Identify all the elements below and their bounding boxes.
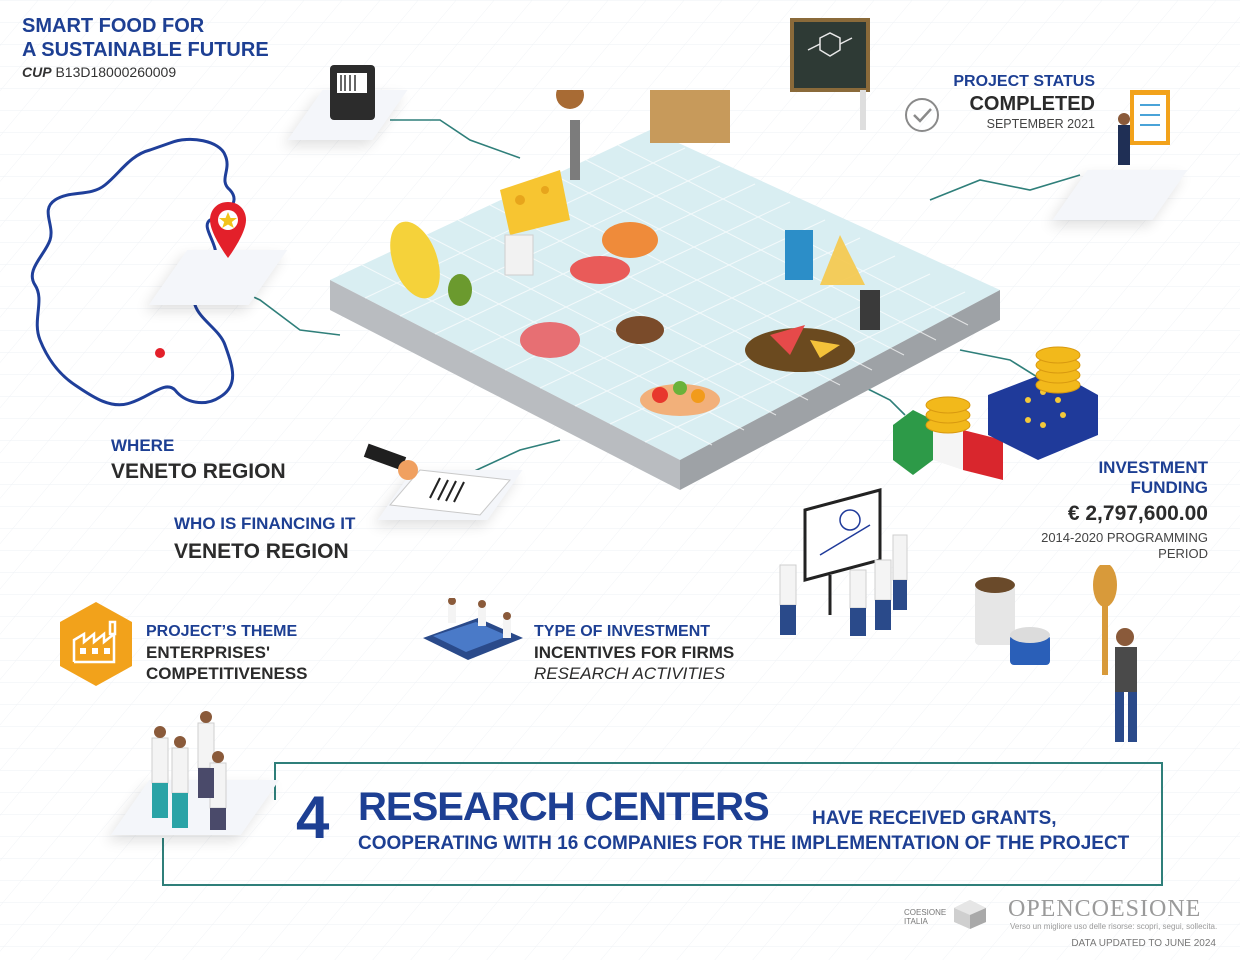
financing-label: WHO IS FINANCING IT — [174, 514, 356, 533]
cup-line: CUP B13D18000260009 — [22, 62, 269, 82]
funding-label-line2: FUNDING — [1130, 478, 1208, 497]
project-title-line1: SMART FOOD FOR — [22, 15, 205, 37]
map-pin-icon — [210, 202, 246, 258]
where-block: WHERE VENETO REGION — [111, 436, 286, 484]
funding-amount: € 2,797,600.00 — [1067, 502, 1208, 525]
coesione-italia-logo: COESIONE ITALIA — [904, 908, 946, 926]
chalkboard-illustration — [790, 18, 870, 130]
coesione-cube-icon — [954, 900, 986, 929]
investment-type-sub: RESEARCH ACTIVITIES — [534, 664, 726, 683]
factory-hexagon-icon — [60, 602, 132, 686]
theme-value-line2: COMPETITIVENESS — [146, 664, 308, 683]
engineers-blueprint-illustration — [423, 598, 523, 660]
cans-spoon-illustration — [975, 565, 1137, 742]
project-title-line2: A SUSTAINABLE FUTURE — [22, 39, 269, 61]
clipboard-icon — [1118, 90, 1170, 165]
theme-value-line1: ENTERPRISES' — [146, 643, 271, 662]
theme-label: PROJECT’S THEME — [146, 623, 298, 640]
signing-contract-icon — [363, 443, 511, 516]
coesione-logo-line2: ITALIA — [904, 917, 928, 926]
theme-block: PROJECT’S THEME ENTERPRISES' COMPETITIVE… — [146, 622, 308, 684]
cup-label: CUP — [22, 64, 52, 80]
funding-period-line2: PERIOD — [1158, 546, 1208, 561]
checkmark-circle-icon — [905, 98, 939, 132]
investment-type-label: TYPE OF INVESTMENT — [534, 623, 711, 640]
cup-code: B13D18000260009 — [55, 64, 177, 80]
funding-label-line1: INVESTMENT — [1098, 458, 1208, 477]
flags-coins-illustration — [893, 346, 1098, 480]
financing-value: VENETO REGION — [174, 540, 349, 563]
coesione-logo-line1: COESIONE — [904, 908, 947, 917]
summary-line2: COOPERATING WITH 16 COMPANIES FOR THE IM… — [358, 833, 1130, 854]
title-block: SMART FOOD FOR A SUSTAINABLE FUTURE CUP … — [22, 14, 269, 82]
funding-block: INVESTMENT FUNDING € 2,797,600.00 2014-2… — [990, 458, 1208, 562]
investment-type-block: TYPE OF INVESTMENT INCENTIVES FOR FIRMS … — [534, 622, 734, 684]
scientists-whiteboard-illustration — [779, 488, 908, 636]
data-updated-note: DATA UPDATED TO JUNE 2024 — [1071, 938, 1216, 949]
funding-period-line1: 2014-2020 PROGRAMMING — [1041, 530, 1208, 545]
status-date: SEPTEMBER 2021 — [986, 117, 1095, 131]
summary-line1: HAVE RECEIVED GRANTS, — [812, 808, 1057, 829]
research-team-illustration — [151, 711, 227, 830]
where-label: WHERE — [111, 436, 175, 455]
research-centers-count: 4 — [296, 784, 330, 851]
opencoesione-tagline: Verso un migliore uso delle risorse: sco… — [1010, 922, 1218, 931]
status-block: PROJECT STATUS COMPLETED SEPTEMBER 2021 — [900, 72, 1095, 132]
wallet-icon — [330, 65, 375, 120]
status-value: COMPLETED — [969, 93, 1095, 115]
where-value: VENETO REGION — [111, 460, 286, 483]
status-label: PROJECT STATUS — [953, 73, 1095, 90]
investment-type-value: INCENTIVES FOR FIRMS — [534, 643, 735, 662]
research-centers-headline: RESEARCH CENTERS — [358, 785, 770, 829]
financing-block: WHO IS FINANCING IT VENETO REGION — [174, 514, 355, 564]
central-platform-illustration — [330, 90, 1000, 490]
opencoesione-logo: OPENCOESIONE — [1008, 896, 1202, 922]
